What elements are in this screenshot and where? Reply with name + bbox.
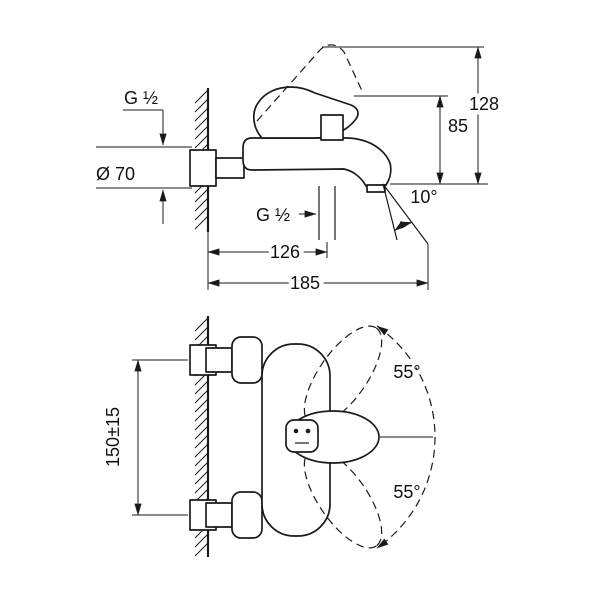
dim-label-55-down: 55° [393,482,420,502]
swivel-arc [376,325,436,549]
connection-pipe-side [215,157,245,179]
dim-label-thread-bottom: G ½ [256,205,290,225]
connection-body-top [205,347,233,373]
dim-label-thread-top: G ½ [124,88,158,108]
dim-label-150: 150±15 [103,407,123,467]
side-view: G ½ Ø 70 G ½ 126 185 10° 85 128 [92,44,504,298]
dim-label-diameter: Ø 70 [96,164,135,184]
cartridge-cap-side [320,114,344,141]
faucet-body-side [242,137,392,187]
detail-dot-right [305,428,311,434]
handle-cap-detail [285,419,319,453]
dim-label-126: 126 [270,242,300,262]
lever-open-projection [256,44,364,122]
connection-body-bottom [205,502,233,528]
dim-label-185: 185 [290,273,320,293]
escutcheon-bottom [231,491,263,539]
wall-union-side [189,149,217,187]
dim-label-10deg: 10° [410,187,437,207]
dim-label-55-up: 55° [393,362,420,382]
dim-label-128: 128 [469,94,499,114]
escutcheon-top [231,336,263,384]
spout-angle-arc [394,220,413,232]
plan-view: 55° 55° 150±15 [99,316,436,557]
detail-dot-left [293,428,299,434]
spout-angle-line-b [382,183,429,245]
dim-label-85: 85 [448,116,468,136]
spout-aerator [366,184,386,193]
